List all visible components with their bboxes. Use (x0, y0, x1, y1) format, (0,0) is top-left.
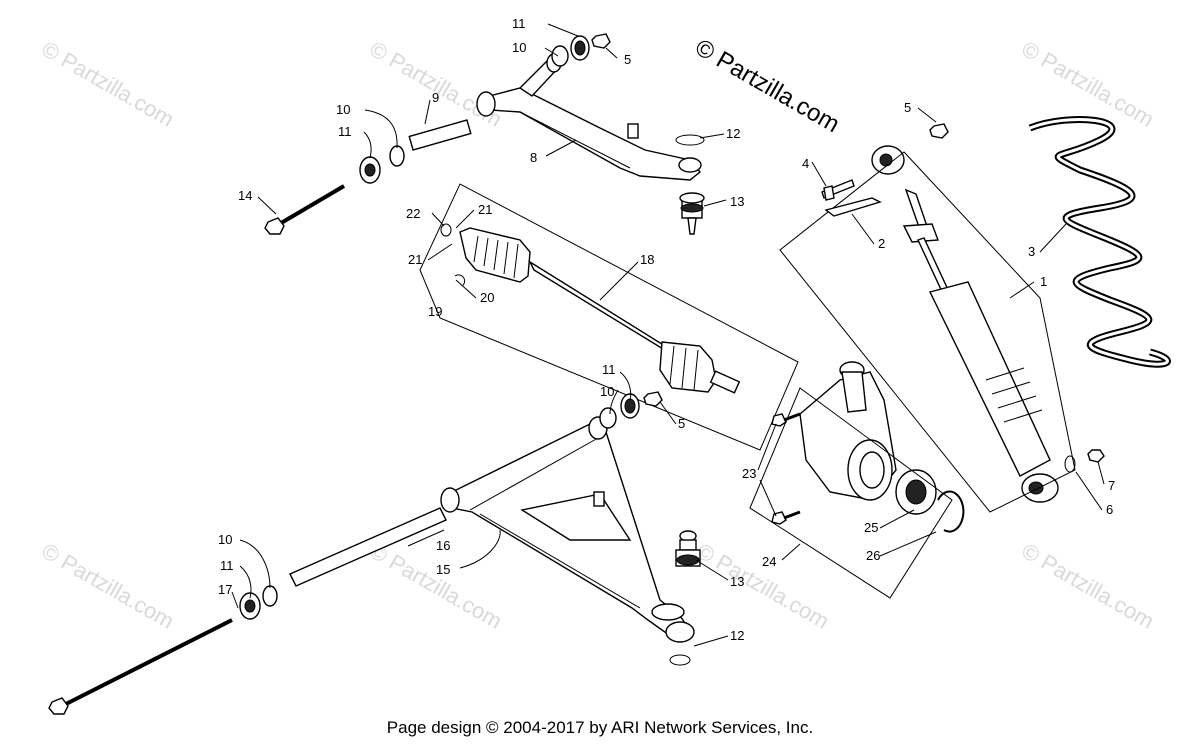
callout-3: 3 (1028, 244, 1035, 259)
callout-22: 22 (406, 206, 420, 221)
callout-11: 11 (602, 362, 616, 377)
callout-11: 11 (220, 558, 234, 573)
callout-17: 17 (218, 582, 232, 597)
callout-5: 5 (678, 416, 685, 431)
callout-24: 24 (762, 554, 776, 569)
callout-2: 2 (878, 236, 885, 251)
callout-10: 10 (600, 384, 614, 399)
ball-joint-upper (675, 134, 705, 235)
callout-12: 12 (726, 126, 740, 141)
callout-10: 10 (512, 40, 526, 55)
callout-21: 21 (408, 252, 422, 267)
callout-5: 5 (904, 100, 911, 115)
callout-9: 9 (432, 90, 439, 105)
callout-6: 6 (1106, 502, 1113, 517)
callout-10: 10 (218, 532, 232, 547)
callout-7: 7 (1108, 478, 1115, 493)
callout-19: 19 (428, 304, 442, 319)
callout-20: 20 (480, 290, 494, 305)
coil-spring (1028, 116, 1171, 368)
lower-a-arm (440, 416, 691, 641)
callout-16: 16 (436, 538, 450, 553)
shock-absorber (779, 123, 1105, 513)
callout-4: 4 (802, 156, 809, 171)
callout-10: 10 (336, 102, 350, 117)
callout-23: 23 (742, 466, 756, 481)
upper-a-arm (476, 53, 702, 181)
leader-lines (231, 23, 1105, 647)
callout-25: 25 (864, 520, 878, 535)
callout-18: 18 (640, 252, 654, 267)
lower-bushings (48, 391, 663, 715)
callout-11: 11 (512, 16, 526, 31)
callout-8: 8 (530, 150, 537, 165)
callout-14: 14 (238, 188, 252, 203)
callout-13: 13 (730, 194, 744, 209)
callout-12: 12 (730, 628, 744, 643)
callout-26: 26 (866, 548, 880, 563)
callouts: 1 2 3 4 5 5 5 6 7 8 9 10 10 10 10 11 11 … (218, 16, 1115, 643)
callout-1: 1 (1040, 274, 1047, 289)
callout-21: 21 (478, 202, 492, 217)
callout-11: 11 (338, 124, 352, 139)
callout-5: 5 (624, 52, 631, 67)
callout-13: 13 (730, 574, 744, 589)
footer-copyright: Page design © 2004-2017 by ARI Network S… (386, 718, 814, 737)
callout-15: 15 (436, 562, 450, 577)
ball-joint-lower (665, 530, 701, 666)
drive-axle (419, 183, 799, 451)
upper-bushings (264, 33, 611, 235)
steering-knuckle (749, 361, 965, 599)
